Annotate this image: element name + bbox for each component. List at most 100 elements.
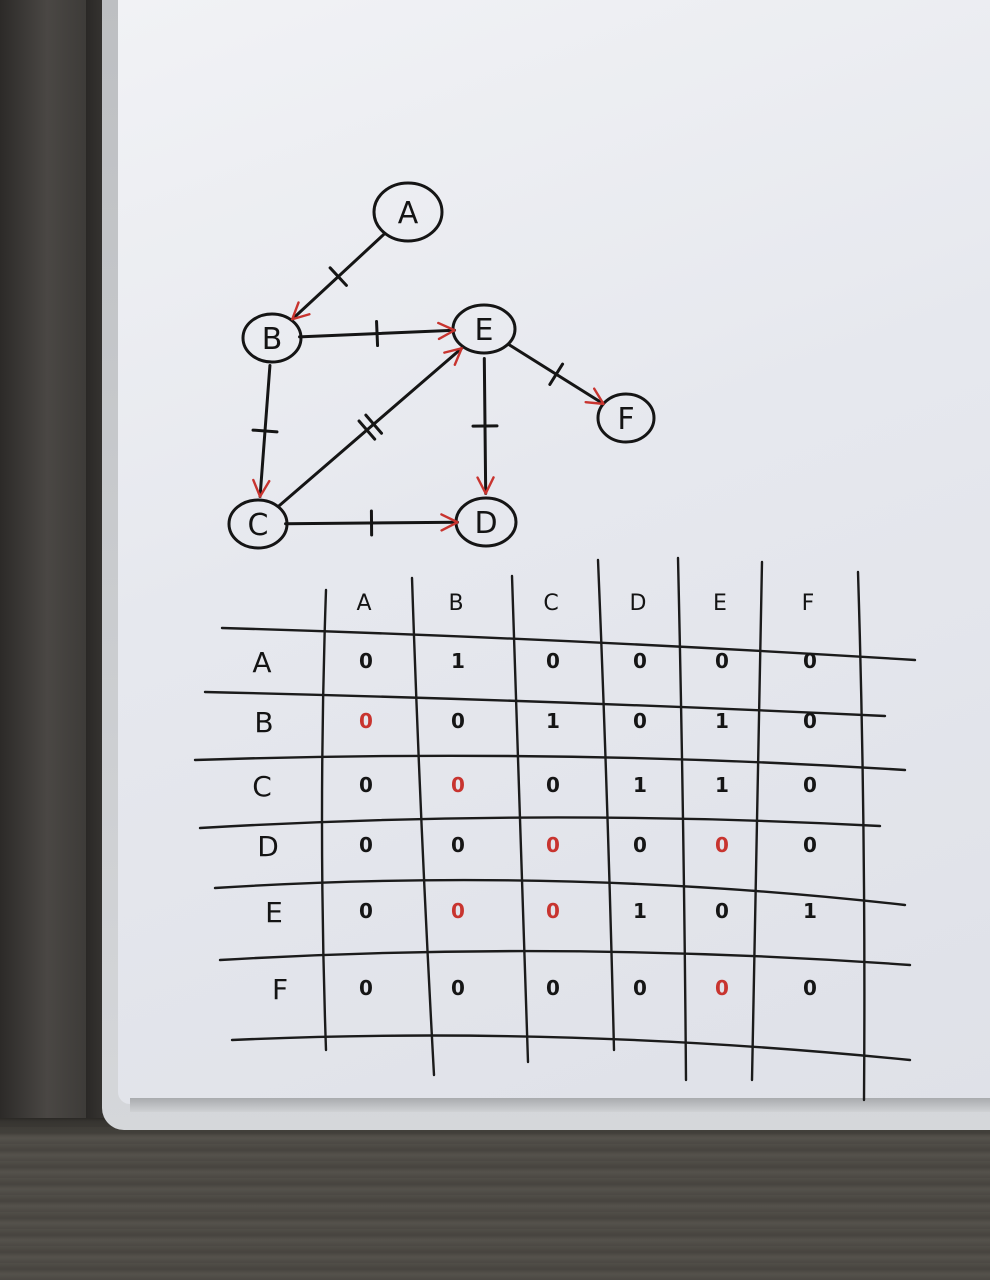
matrix-cell: 0 — [546, 833, 560, 857]
weight-tick — [364, 413, 384, 435]
matrix-cell: 0 — [633, 833, 647, 857]
row-header: C — [252, 770, 272, 803]
matrix-cell: 0 — [803, 649, 817, 673]
graph-node-f: F — [596, 392, 656, 444]
matrix-cell: 1 — [633, 899, 647, 923]
weight-tick — [251, 428, 279, 434]
arrowhead — [476, 476, 495, 495]
grid-header-line — [220, 626, 917, 662]
grid-column-line — [596, 558, 616, 1052]
graph-edge-e-d — [471, 356, 499, 496]
weight-tick — [548, 362, 565, 386]
arrowhead — [443, 347, 463, 366]
graph-edge-c-d — [284, 509, 460, 537]
column-header: D — [630, 591, 647, 616]
weight-tick — [328, 266, 348, 287]
row-header: F — [272, 973, 288, 1006]
graph-node-a: A — [372, 181, 444, 243]
grid-column-line — [750, 560, 764, 1082]
column-header: A — [356, 591, 371, 616]
matrix-cell: 0 — [715, 899, 729, 923]
matrix-cell: 0 — [803, 833, 817, 857]
graph-edge-c-e — [277, 346, 464, 508]
matrix-cell: 0 — [546, 976, 560, 1000]
matrix-cell: 0 — [633, 976, 647, 1000]
matrix-cell: 0 — [715, 649, 729, 673]
matrix-cell: 0 — [359, 773, 373, 797]
node-label: B — [262, 322, 283, 357]
edge-line — [277, 346, 464, 508]
matrix-cell: 1 — [715, 773, 729, 797]
matrix-cell: 0 — [359, 976, 373, 1000]
matrix-cell: 0 — [546, 899, 560, 923]
graph-edge-e-f — [507, 343, 605, 406]
grid-bottom-line — [230, 1034, 912, 1062]
node-circle — [596, 392, 656, 444]
wooden-ledge — [0, 1118, 990, 1280]
column-header: E — [713, 591, 727, 616]
arrowhead — [291, 301, 311, 321]
matrix-cell: 1 — [451, 649, 465, 673]
graph-node-d: D — [454, 496, 518, 548]
grid-column-line — [856, 570, 866, 1102]
directed-graph: A B C D E F — [227, 181, 656, 550]
graph-edge-b-e — [298, 320, 457, 348]
matrix-cell: 0 — [451, 709, 465, 733]
row-header: A — [252, 646, 271, 679]
grid-column-line — [676, 556, 688, 1082]
matrix-cell: 0 — [803, 709, 817, 733]
matrix-cell: 0 — [803, 773, 817, 797]
grid-column-line — [410, 576, 436, 1077]
row-header: E — [265, 896, 283, 929]
row-header: B — [254, 706, 273, 739]
graph-edge-b-c — [251, 363, 279, 499]
arrowhead — [584, 387, 605, 406]
matrix-cell: 0 — [715, 976, 729, 1000]
matrix-cell: 1 — [803, 899, 817, 923]
matrix-cell: 1 — [546, 709, 560, 733]
grid-row-line — [198, 816, 882, 830]
matrix-cell: 1 — [633, 773, 647, 797]
matrix-cell: 0 — [715, 833, 729, 857]
node-label: F — [617, 402, 634, 437]
matrix-cell: 0 — [546, 649, 560, 673]
graph-edge-a-b — [290, 232, 386, 321]
weight-tick — [375, 320, 380, 348]
matrix-cell: 0 — [451, 773, 465, 797]
weight-tick — [357, 419, 377, 441]
whiteboard-tray — [130, 1098, 990, 1112]
node-circle — [372, 181, 444, 243]
row-header: D — [257, 830, 279, 863]
graph-node-e: E — [451, 303, 517, 355]
column-header: C — [543, 591, 558, 616]
whiteboard-surface — [118, 0, 990, 1104]
matrix-cell: 0 — [359, 899, 373, 923]
grid-row-line — [193, 754, 907, 772]
grid-row-line — [213, 878, 907, 907]
matrix-cell: 0 — [546, 773, 560, 797]
matrix-cell: 0 — [451, 899, 465, 923]
column-header: F — [802, 591, 815, 616]
grid-row-line — [218, 949, 912, 967]
node-label: A — [398, 196, 419, 231]
matrix-cell: 0 — [451, 976, 465, 1000]
arrowhead — [440, 513, 459, 532]
matrix-cell: 1 — [715, 709, 729, 733]
node-label: C — [248, 508, 269, 543]
matrix-cell: 0 — [803, 976, 817, 1000]
grid-column-line — [320, 588, 328, 1052]
matrix-cell: 0 — [359, 833, 373, 857]
arrowhead — [437, 321, 456, 341]
matrix-cell: 0 — [633, 709, 647, 733]
column-header: B — [448, 591, 463, 616]
arrowhead — [252, 478, 271, 498]
matrix-cell: 0 — [451, 833, 465, 857]
graph-node-b: B — [241, 312, 303, 364]
node-label: D — [474, 506, 497, 541]
matrix-cell: 0 — [633, 649, 647, 673]
matrix-cell: 0 — [359, 709, 373, 733]
grid-row-line — [203, 690, 887, 718]
grid-column-line — [510, 574, 530, 1064]
